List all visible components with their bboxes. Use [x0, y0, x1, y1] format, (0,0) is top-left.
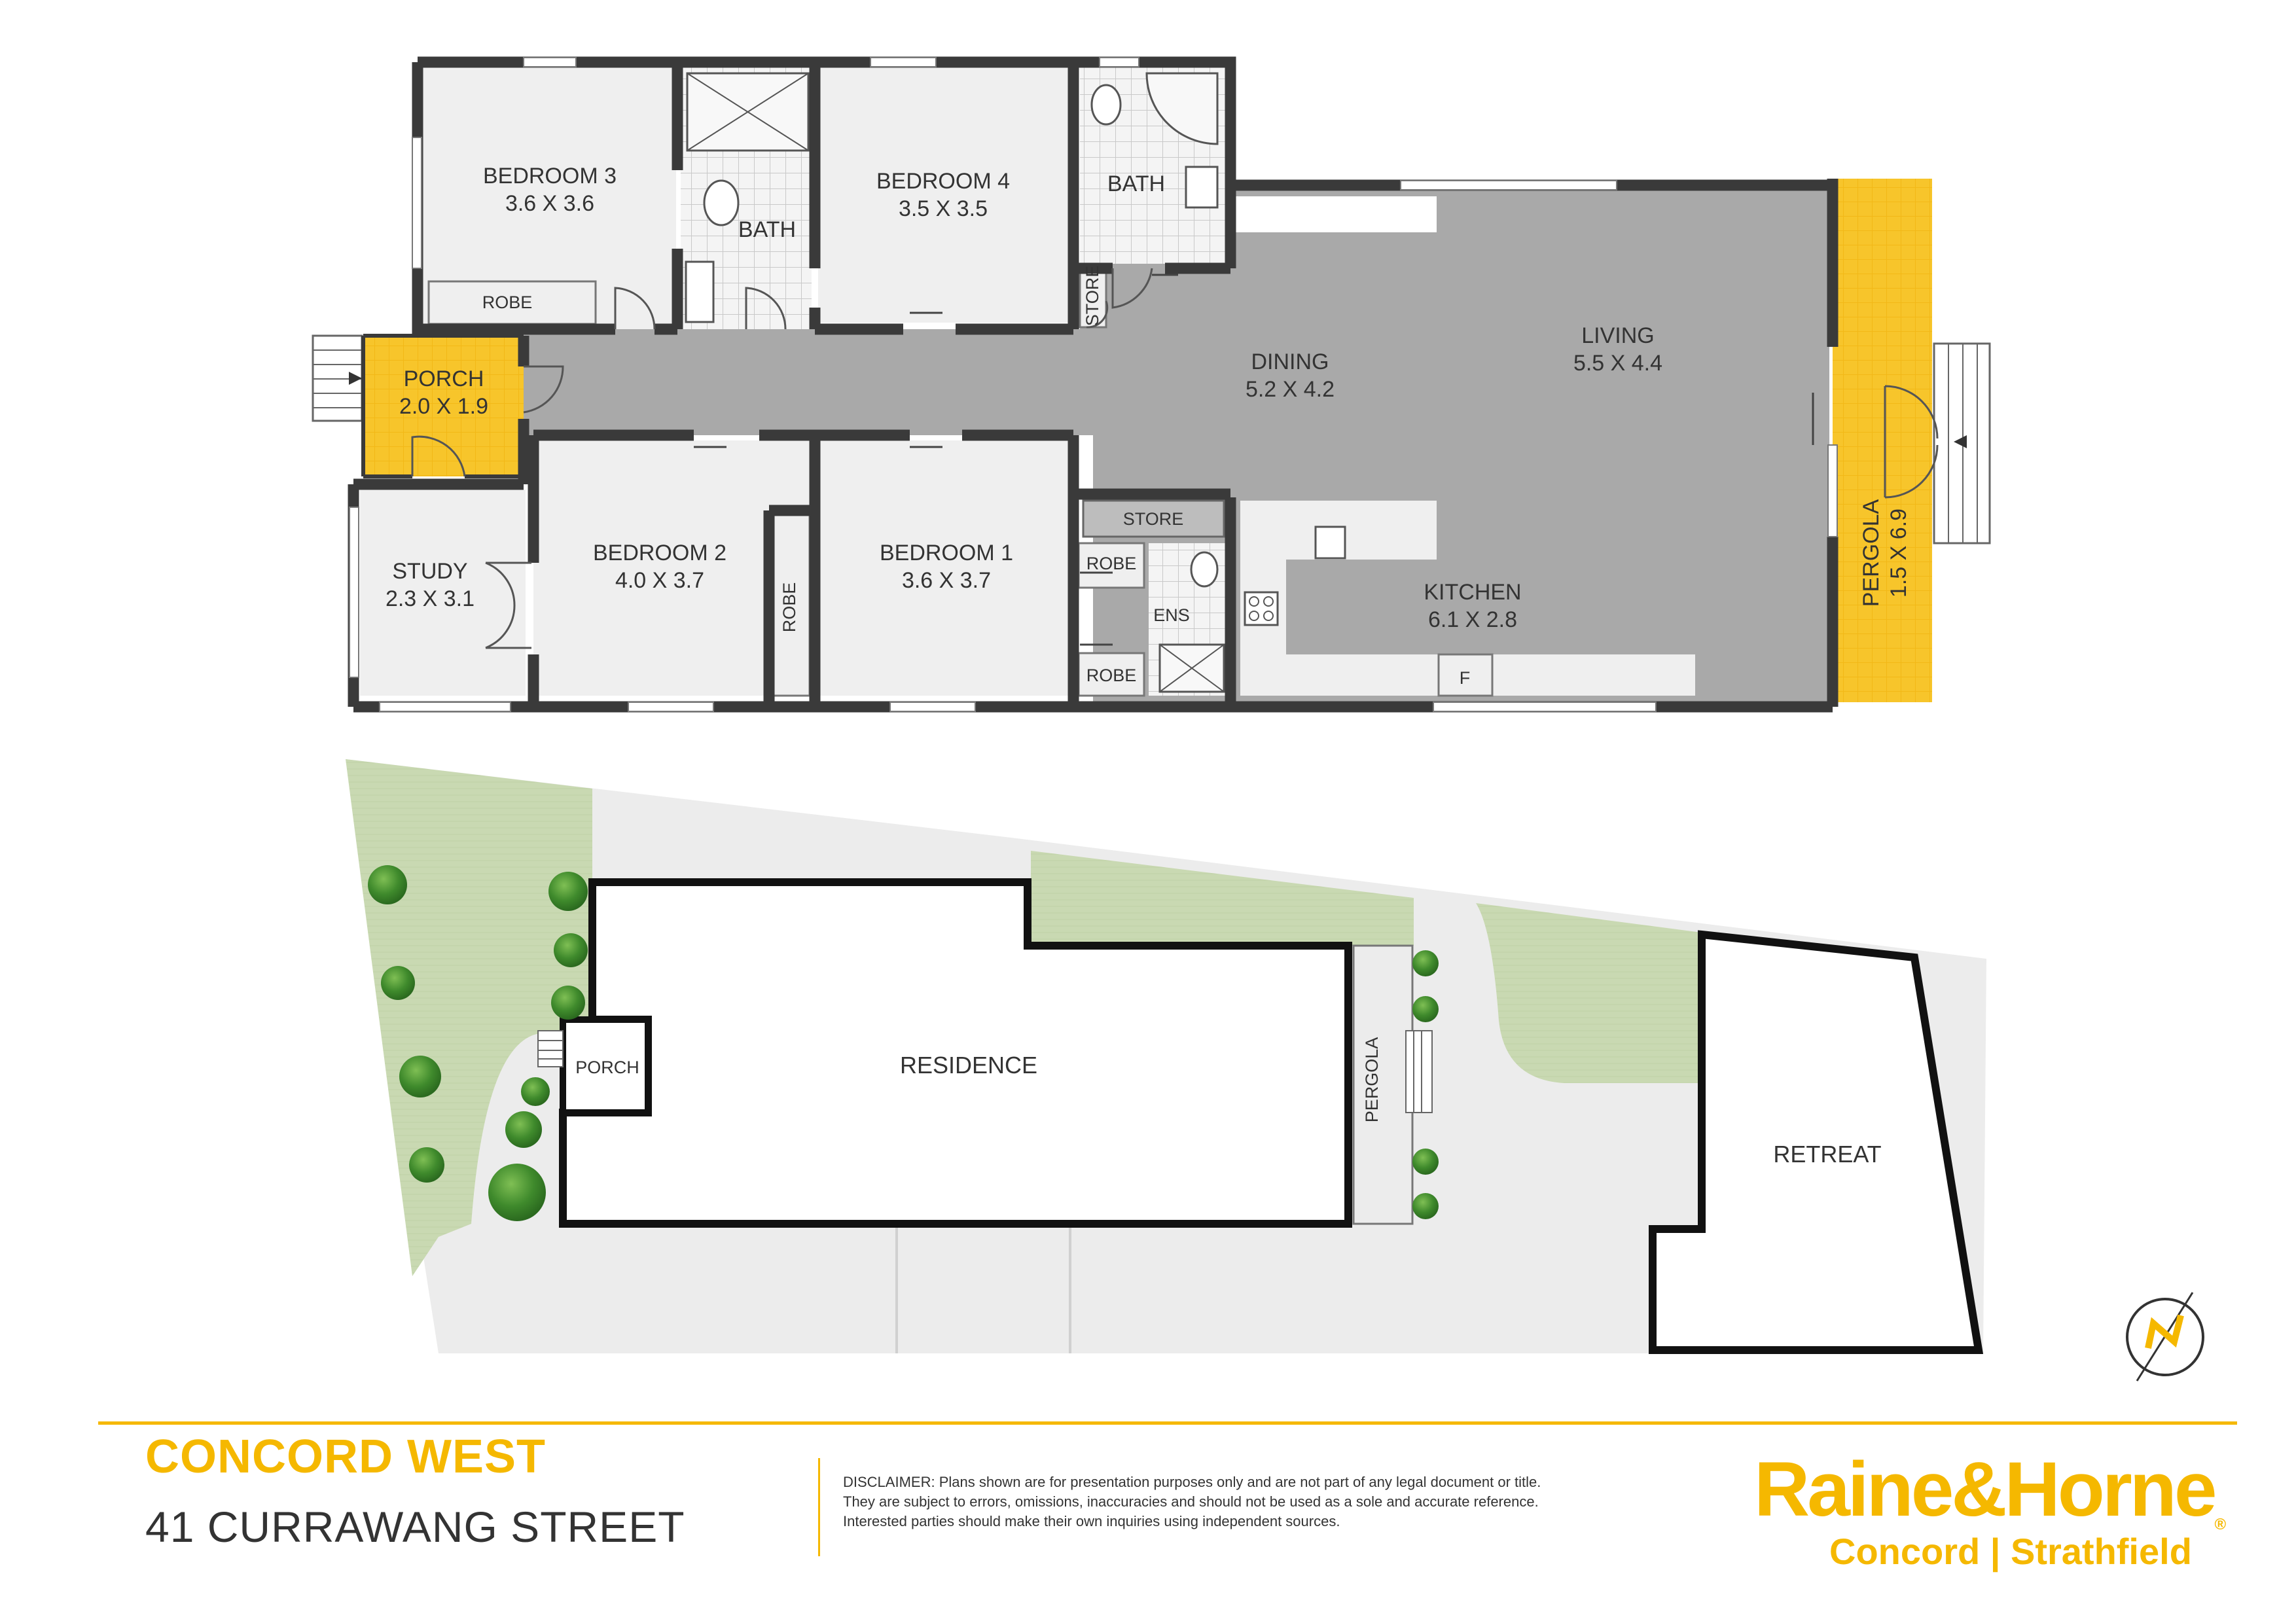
porch-size: 2.0 X 1.9 [399, 394, 488, 419]
robe-bedroom-2-label: ROBE [780, 582, 799, 633]
dining-name: DINING [1251, 349, 1329, 374]
lawn-west [346, 759, 592, 1276]
street-address: 41 CURRAWANG STREET [145, 1503, 685, 1551]
ensuite-label: ENS [1153, 605, 1190, 625]
sliding-door-icon [694, 274, 1814, 646]
driveway-lines [895, 1228, 1071, 1353]
robe-bedroom-1-top [1077, 542, 1145, 589]
robe-bedroom-1-bottom-label: ROBE [1086, 666, 1137, 685]
north-arrow-icon [2126, 1292, 2204, 1382]
branch-name: Concord | Strathfield [1829, 1531, 2192, 1572]
shower-corner-icon [1145, 72, 1219, 145]
disclaimer-line: They are subject to errors, omissions, i… [843, 1493, 1539, 1510]
fridge [1437, 653, 1494, 697]
kitchen-counter [1240, 501, 1695, 696]
study-name: STUDY [392, 559, 467, 584]
porch [363, 336, 524, 476]
study [360, 490, 526, 696]
dining-size: 5.2 X 4.2 [1246, 377, 1335, 402]
bedroom-1 [818, 440, 1070, 696]
store-label: STORE [1123, 509, 1184, 529]
pergola [1833, 179, 1932, 702]
store-small-label: STORE [1083, 266, 1102, 327]
robe-bedroom-3-label: ROBE [482, 293, 533, 312]
fridge-label: F [1460, 668, 1471, 688]
retreat-outline [1649, 930, 1984, 1354]
bedroom-3-name: BEDROOM 3 [483, 164, 617, 188]
brand-name: Raine&Horne [1754, 1446, 2217, 1533]
registered-mark-icon: ® [2214, 1516, 2227, 1533]
lawn-east [1476, 903, 1702, 1083]
bedroom-1-name: BEDROOM 1 [880, 541, 1013, 565]
footer-divider [818, 1458, 820, 1556]
bedroom-2-size: 4.0 X 3.7 [615, 568, 704, 593]
kitchen-sink-icon [1314, 526, 1346, 560]
toilet-icon [1190, 551, 1219, 588]
disclaimer: DISCLAIMER: Plans shown are for presenta… [843, 1472, 1668, 1531]
living-name: LIVING [1581, 323, 1654, 348]
disclaimer-line: DISCLAIMER: Plans shown are for presenta… [843, 1474, 1541, 1490]
bench-strip [1230, 196, 1437, 232]
tree-icon [368, 865, 1439, 1221]
bedroom-2-name: BEDROOM 2 [593, 541, 726, 565]
bath-right-label: BATH [1107, 171, 1165, 196]
store [1082, 499, 1225, 538]
hallway-dining-living-kitchen-area [524, 185, 1829, 704]
porch-name: PORCH [404, 366, 484, 391]
basin-icon [685, 260, 715, 323]
pergola-size: 1.5 X 6.9 [1886, 508, 1911, 597]
study-size: 2.3 X 3.1 [386, 586, 475, 611]
robe-bedroom-1-bottom [1077, 652, 1145, 697]
pathway [1414, 898, 1482, 946]
site-pergola-label: PERGOLA [1362, 1037, 1382, 1123]
stairs-icon [537, 1030, 564, 1067]
brand-logo: Raine&Horne® [1754, 1445, 2226, 1534]
floor-plan: BEDROOM 3 3.6 X 3.6 ROBE BATH BEDROOM 4 … [312, 56, 1991, 713]
kitchen-name: KITCHEN [1424, 580, 1521, 605]
living-size: 5.5 X 4.4 [1573, 351, 1662, 376]
lawn-north [1031, 851, 1414, 946]
stairs-icon [312, 334, 363, 422]
bedroom-4-size: 3.5 X 3.5 [899, 196, 988, 221]
window-icon [349, 57, 1838, 712]
bedroom-4 [818, 67, 1070, 323]
pergola-site [1352, 944, 1414, 1225]
bedroom-1-size: 3.6 X 3.7 [902, 568, 991, 593]
bedroom-3-size: 3.6 X 3.6 [505, 191, 594, 216]
bath-left-label: BATH [738, 217, 796, 242]
cooktop-icon [1244, 591, 1279, 626]
porch-outline [361, 334, 524, 478]
stairs-icon [1405, 1030, 1433, 1113]
robe-bedroom-1-top-label: ROBE [1086, 554, 1137, 573]
toilet-icon [703, 179, 740, 226]
site-plan: RESIDENCE PORCH PERGOLA RETREAT [346, 759, 2204, 1382]
disclaimer-line: Interested parties should make their own… [843, 1513, 1340, 1529]
porch-outline [560, 1016, 651, 1116]
store-small [1079, 264, 1107, 329]
site-porch-label: PORCH [575, 1058, 639, 1077]
kitchen-size: 6.1 X 2.8 [1428, 607, 1517, 632]
suburb-title: CONCORD WEST [145, 1431, 546, 1483]
pergola-name: PERGOLA [1859, 499, 1884, 607]
retreat-label: RETREAT [1773, 1141, 1881, 1168]
door-swing-icon [411, 268, 1939, 649]
robe-bedroom-3 [427, 280, 597, 325]
residence-label: RESIDENCE [900, 1052, 1037, 1079]
footer-rule [98, 1421, 2237, 1425]
basin-icon [1185, 166, 1219, 209]
bedroom-4-name: BEDROOM 4 [876, 169, 1010, 194]
stairs-icon [1933, 342, 1991, 544]
toilet-icon [1090, 84, 1122, 126]
